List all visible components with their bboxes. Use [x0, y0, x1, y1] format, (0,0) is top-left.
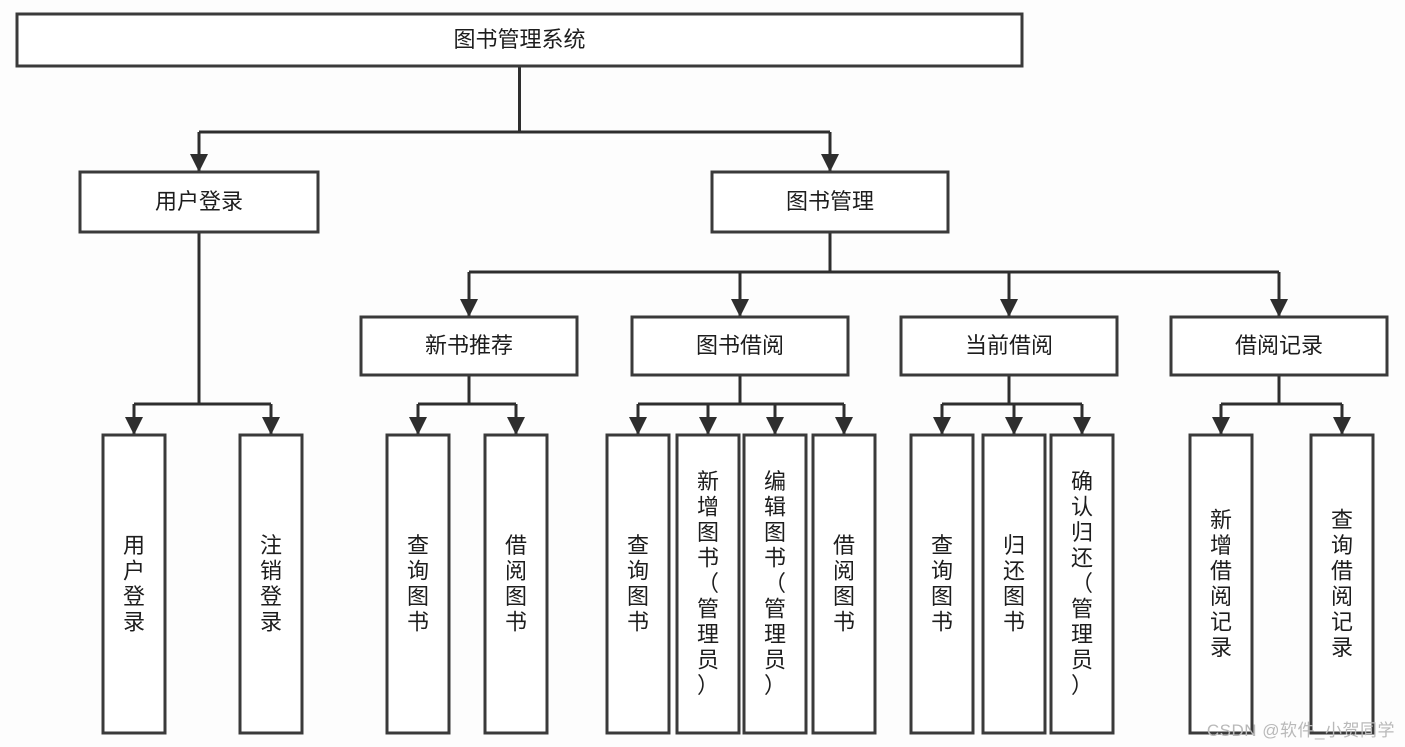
leaf-node-1[interactable]: 用户登录	[101, 433, 167, 735]
leaf-node-11[interactable]: 确认归还（管理员）	[1049, 433, 1115, 735]
leaf-node-5[interactable]: 查询图书	[605, 433, 671, 735]
arrow-head-icon	[262, 417, 280, 435]
leaf-node-4[interactable]: 借阅图书	[483, 433, 549, 735]
level3-node-4[interactable]: 借阅记录	[1169, 315, 1389, 377]
arrow-head-icon	[507, 417, 525, 435]
node-box[interactable]	[909, 433, 975, 735]
diagram-nodes: 图书管理系统用户登录图书管理新书推荐图书借阅当前借阅借阅记录用户登录注销登录查询…	[15, 12, 1389, 735]
leaf-node-13[interactable]: 查询借阅记录	[1309, 433, 1375, 735]
node-label: 图书管理	[786, 189, 874, 214]
node-label: 确认归还（管理员）	[1071, 469, 1093, 698]
node-label: 当前借阅	[965, 333, 1053, 358]
arrow-head-icon	[409, 417, 427, 435]
arrow-head-icon	[1333, 417, 1351, 435]
node-box[interactable]	[101, 433, 167, 735]
arrow-head-icon	[1005, 417, 1023, 435]
node-box[interactable]	[811, 433, 877, 735]
node-label: 新书推荐	[425, 333, 513, 358]
leaf-node-2[interactable]: 注销登录	[238, 433, 304, 735]
node-box[interactable]	[630, 315, 850, 377]
root-node-book-management-system[interactable]: 图书管理系统	[15, 12, 1024, 68]
arrow-head-icon	[821, 154, 839, 172]
node-label: 用户登录	[123, 533, 145, 635]
arrow-head-icon	[460, 299, 478, 317]
node-box[interactable]	[1049, 433, 1115, 735]
leaf-node-9[interactable]: 查询图书	[909, 433, 975, 735]
arrow-head-icon	[629, 417, 647, 435]
node-label: 查询借阅记录	[1331, 507, 1353, 660]
node-label: 编辑图书（管理员）	[764, 469, 786, 698]
node-label: 查询图书	[931, 533, 953, 635]
node-label: 借阅图书	[833, 533, 855, 635]
node-box[interactable]	[385, 433, 451, 735]
level3-node-3[interactable]: 当前借阅	[899, 315, 1119, 377]
arrow-head-icon	[1270, 299, 1288, 317]
node-box[interactable]	[899, 315, 1119, 377]
node-label: 新增图书（管理员）	[697, 469, 719, 698]
arrow-head-icon	[933, 417, 951, 435]
node-box[interactable]	[15, 12, 1024, 68]
node-label: 用户登录	[155, 189, 243, 214]
node-box[interactable]	[675, 433, 741, 735]
node-box[interactable]	[78, 170, 320, 234]
node-box[interactable]	[1188, 433, 1254, 735]
node-label: 借阅图书	[505, 533, 527, 635]
arrow-head-icon	[190, 154, 208, 172]
arrow-head-icon	[731, 299, 749, 317]
arrow-head-icon	[699, 417, 717, 435]
leaf-node-3[interactable]: 查询图书	[385, 433, 451, 735]
watermark-text: CSDN @软件_小贺同学	[1206, 721, 1395, 740]
node-box[interactable]	[605, 433, 671, 735]
node-label: 图书管理系统	[453, 27, 585, 52]
connector-lines	[125, 66, 1351, 435]
node-box[interactable]	[710, 170, 950, 234]
node-label: 新增借阅记录	[1210, 507, 1232, 660]
leaf-node-7[interactable]: 编辑图书（管理员）	[742, 433, 808, 735]
level3-node-2[interactable]: 图书借阅	[630, 315, 850, 377]
node-box[interactable]	[1309, 433, 1375, 735]
arrow-head-icon	[1212, 417, 1230, 435]
arrow-head-icon	[1000, 299, 1018, 317]
arrow-head-icon	[1073, 417, 1091, 435]
leaf-node-12[interactable]: 新增借阅记录	[1188, 433, 1254, 735]
level2-node-2[interactable]: 图书管理	[710, 170, 950, 234]
node-box[interactable]	[238, 433, 304, 735]
node-box[interactable]	[981, 433, 1047, 735]
node-box[interactable]	[742, 433, 808, 735]
level3-node-1[interactable]: 新书推荐	[359, 315, 579, 377]
node-box[interactable]	[1169, 315, 1389, 377]
node-label: 图书借阅	[696, 333, 784, 358]
node-label: 借阅记录	[1235, 333, 1323, 358]
level2-node-1[interactable]: 用户登录	[78, 170, 320, 234]
arrow-head-icon	[766, 417, 784, 435]
leaf-node-8[interactable]: 借阅图书	[811, 433, 877, 735]
leaf-node-6[interactable]: 新增图书（管理员）	[675, 433, 741, 735]
node-label: 归还图书	[1003, 533, 1025, 635]
node-box[interactable]	[483, 433, 549, 735]
node-label: 查询图书	[407, 533, 429, 635]
node-label: 注销登录	[260, 533, 282, 635]
leaf-node-10[interactable]: 归还图书	[981, 433, 1047, 735]
node-label: 查询图书	[627, 533, 649, 635]
arrow-head-icon	[125, 417, 143, 435]
arrow-head-icon	[835, 417, 853, 435]
node-box[interactable]	[359, 315, 579, 377]
